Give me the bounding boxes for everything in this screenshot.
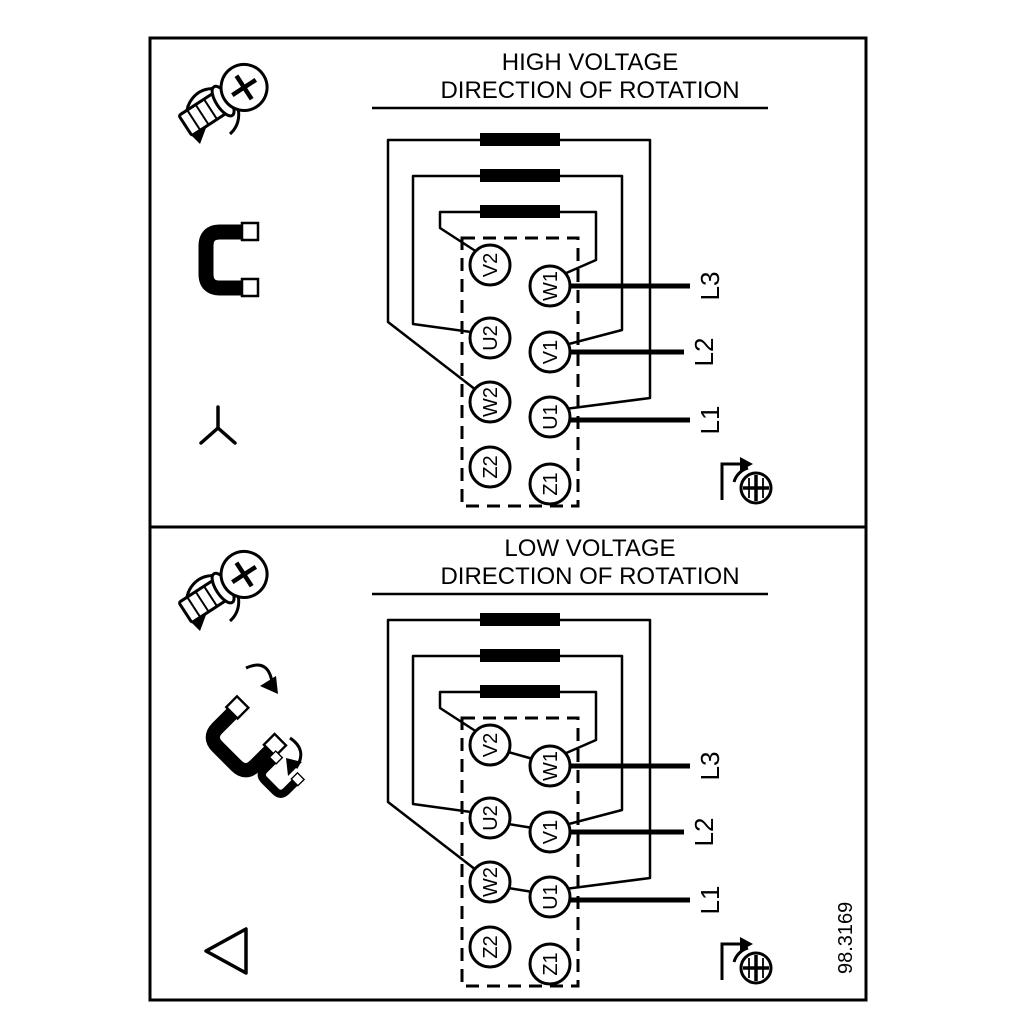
jumper-bar — [480, 169, 560, 182]
terminal-label: Z1 — [540, 472, 562, 495]
terminal-label: V2 — [480, 733, 502, 757]
jumper-bar — [480, 649, 560, 662]
terminal-label: Z1 — [540, 952, 562, 975]
terminal-label: W2 — [480, 867, 502, 897]
high-voltage-subtitle: DIRECTION OF ROTATION — [440, 77, 739, 104]
supply-line-label-l1: L1 — [695, 886, 725, 915]
terminal-label: W1 — [540, 751, 562, 781]
supply-line-label-l1: L1 — [695, 406, 725, 435]
terminal-label: U2 — [480, 325, 502, 351]
terminal-column-left: V2 U2 W2 Z2 — [468, 243, 512, 489]
low-voltage-title: LOW VOLTAGE — [504, 535, 675, 562]
star-connection-icon — [199, 405, 237, 445]
terminal-column-right: W1 V1 U1 Z1 — [528, 264, 572, 506]
terminal-label: V1 — [540, 820, 562, 844]
low-voltage-wiring — [386, 613, 690, 903]
figure-number: 98.3169 — [835, 902, 857, 974]
high-voltage-wiring — [386, 133, 690, 423]
jumper-bar — [480, 205, 560, 218]
drawing-border — [148, 36, 868, 1002]
delta-bridge-links — [507, 750, 534, 894]
terminal-label: W1 — [540, 271, 562, 301]
terminal-box — [460, 236, 580, 508]
jumper-reposition-icon — [202, 663, 304, 800]
delta-connection-icon — [204, 927, 248, 975]
jumper-bar — [480, 613, 560, 626]
high-voltage-panel: HIGH VOLTAGE DIRECTION OF ROTATION — [173, 49, 773, 508]
jumper-bar — [480, 133, 560, 146]
terminal-label: W2 — [480, 387, 502, 417]
terminal-label: Z2 — [480, 455, 502, 478]
low-voltage-subtitle: DIRECTION OF ROTATION — [440, 563, 739, 590]
terminal-label: U1 — [540, 404, 562, 430]
high-voltage-title: HIGH VOLTAGE — [502, 49, 678, 76]
terminal-label: Z2 — [480, 935, 502, 958]
supply-line-label-l2: L2 — [689, 818, 719, 847]
terminal-label: V2 — [480, 253, 502, 277]
terminal-label: V1 — [540, 340, 562, 364]
terminal-column-left: V2 U2 W2 Z2 — [468, 723, 512, 969]
supply-line-label-l2: L2 — [689, 338, 719, 367]
terminal-box — [460, 716, 580, 988]
jumper-bar — [480, 685, 560, 698]
terminal-label: U2 — [480, 805, 502, 831]
terminal-column-right: W1 V1 U1 Z1 — [528, 744, 572, 986]
supply-line-label-l3: L3 — [695, 752, 725, 781]
terminal-label: U1 — [540, 884, 562, 910]
supply-line-label-l3: L3 — [695, 272, 725, 301]
low-voltage-panel: LOW VOLTAGE DIRECTION OF ROTATION — [173, 535, 773, 988]
